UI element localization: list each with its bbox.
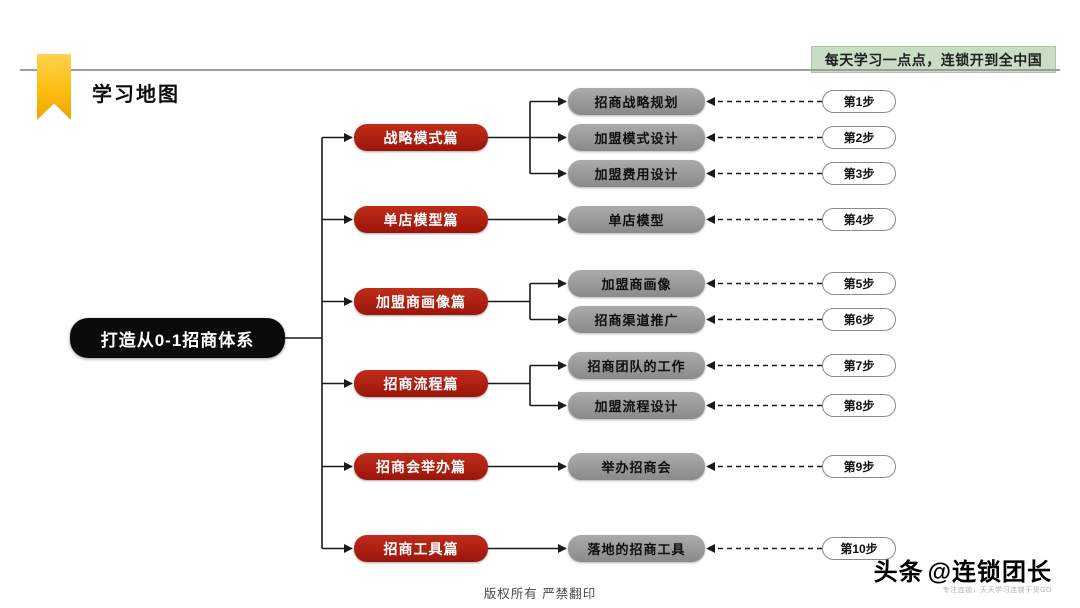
- step-badge: 第7步: [822, 354, 896, 377]
- topic-node: 加盟模式设计: [568, 124, 705, 151]
- topic-node: 举办招商会: [568, 453, 705, 480]
- branch-node: 招商流程篇: [354, 370, 488, 397]
- step-badge: 第4步: [822, 208, 896, 231]
- branch-node: 招商会举办篇: [354, 453, 488, 480]
- header-divider: [20, 69, 1060, 71]
- step-badge: 第9步: [822, 455, 896, 478]
- account-name: @连锁团长: [927, 559, 1052, 586]
- copyright-text: 版权所有 严禁翻印: [483, 587, 597, 601]
- topic-node: 落地的招商工具: [568, 535, 705, 562]
- topic-node: 加盟商画像: [568, 270, 705, 297]
- step-badge: 第5步: [822, 272, 896, 295]
- topic-node: 加盟流程设计: [568, 392, 705, 419]
- step-badge: 第6步: [822, 308, 896, 331]
- branch-node: 战略模式篇: [354, 124, 488, 151]
- branch-node: 单店模型篇: [354, 206, 488, 233]
- step-badge: 第3步: [822, 162, 896, 185]
- topic-node: 招商战略规划: [568, 88, 705, 115]
- topic-node: 加盟费用设计: [568, 160, 705, 187]
- solid-connectors: [285, 97, 567, 553]
- slogan-banner: 每天学习一点点，连锁开到全中国: [811, 46, 1056, 73]
- step-badge: 第10步: [822, 537, 896, 560]
- topic-node: 单店模型: [568, 206, 705, 233]
- toutiao-logo-text: 头条: [873, 559, 924, 586]
- watermark-logo-line: 头条@连锁团长: [874, 560, 1052, 585]
- dashed-step-connectors: [706, 97, 822, 553]
- branch-node: 加盟商画像篇: [354, 288, 488, 315]
- step-badge: 第2步: [822, 126, 896, 149]
- page-title: 学习地图: [92, 84, 180, 106]
- watermark: 头条@连锁团长 专注连锁，天天学习连锁干货GO: [874, 560, 1052, 595]
- step-badge: 第1步: [822, 90, 896, 113]
- step-badge: 第8步: [822, 394, 896, 417]
- watermark-tagline: 专注连锁，天天学习连锁干货GO: [942, 587, 1052, 595]
- root-node: 打造从0-1招商体系: [70, 318, 285, 358]
- topic-node: 招商团队的工作: [568, 352, 705, 379]
- topic-node: 招商渠道推广: [568, 306, 705, 333]
- branch-node: 招商工具篇: [354, 535, 488, 562]
